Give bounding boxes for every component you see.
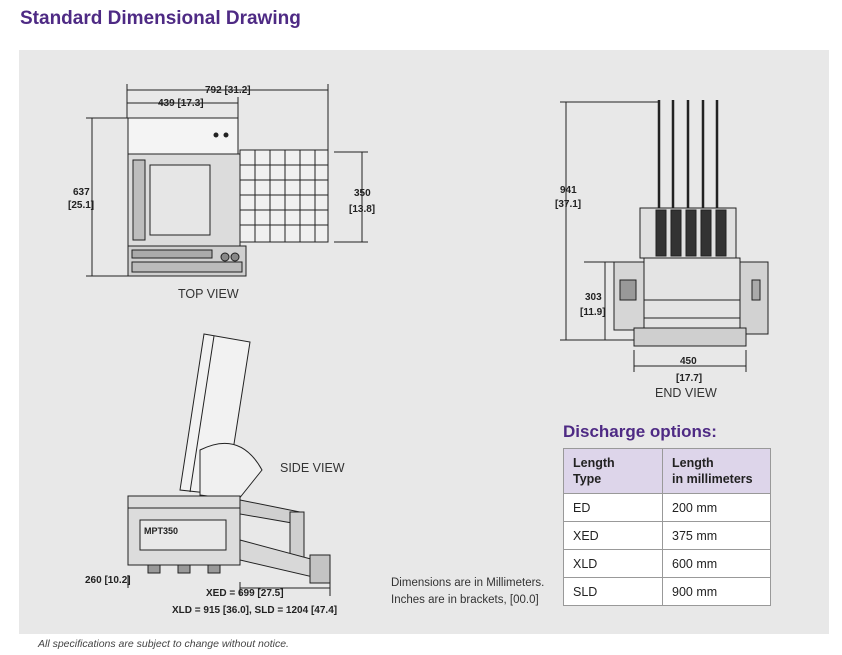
footer-disclaimer: All specifications are subject to change…: [38, 638, 289, 650]
header-line: Length: [573, 456, 615, 470]
top-dim-depth-mm: 637: [73, 187, 90, 198]
discharge-options-title: Discharge options:: [563, 422, 717, 441]
table-row: XLD 600 mm: [563, 549, 771, 578]
end-dim-height-mm: 941: [560, 185, 577, 196]
side-dim-xld-sld: XLD = 915 [36.0], SLD = 1204 [47.4]: [172, 605, 337, 616]
units-note: Dimensions are in Millimeters. Inches ar…: [391, 575, 544, 609]
header-length-type: Length Type: [563, 448, 663, 494]
side-dim-left: 260 [10.2]: [85, 575, 131, 586]
cell-type: SLD: [563, 577, 663, 606]
page-title: Standard Dimensional Drawing: [20, 8, 301, 29]
end-dim-height-in: [37.1]: [555, 199, 581, 210]
end-view-label: END VIEW: [655, 386, 717, 400]
end-dim-width-in: [17.7]: [676, 373, 702, 384]
header-line: in millimeters: [672, 472, 753, 486]
units-note-line-2: Inches are in brackets, [00.0]: [391, 594, 539, 606]
cell-type: XLD: [563, 549, 663, 578]
top-dim-bin-depth-in: [13.8]: [349, 204, 375, 215]
table-row: SLD 900 mm: [563, 577, 771, 606]
discharge-options-table: Length Type Length in millimeters ED 200…: [563, 448, 771, 606]
cell-type: XED: [563, 521, 663, 550]
header-line: Length: [672, 456, 714, 470]
table-row: ED 200 mm: [563, 493, 771, 522]
top-view-label: TOP VIEW: [178, 287, 239, 301]
cell-length: 600 mm: [662, 549, 771, 578]
table-header-row: Length Type Length in millimeters: [563, 448, 771, 494]
top-dim-body-width: 439 [17.3]: [158, 98, 204, 109]
end-dim-base-height-in: [11.9]: [580, 307, 606, 318]
end-dim-base-height-mm: 303: [585, 292, 602, 303]
side-view-drawing: [127, 333, 331, 596]
cell-length: 900 mm: [662, 577, 771, 606]
cell-length: 375 mm: [662, 521, 771, 550]
table-row: XED 375 mm: [563, 521, 771, 550]
side-machine-text: MPT350: [144, 526, 178, 536]
cell-type: ED: [563, 493, 663, 522]
top-dim-depth-in: [25.1]: [68, 200, 94, 211]
end-view-drawing: [560, 100, 769, 372]
side-view-label: SIDE VIEW: [280, 461, 345, 475]
side-dim-xed: XED = 699 [27.5]: [206, 588, 284, 599]
header-line: Type: [573, 472, 602, 486]
top-dim-bin-depth-mm: 350: [354, 188, 371, 199]
header-length-mm: Length in millimeters: [662, 448, 771, 494]
top-dim-overall-width: 792 [31.2]: [205, 85, 251, 96]
end-dim-width-mm: 450: [680, 356, 697, 367]
top-view-drawing: [86, 84, 368, 277]
cell-length: 200 mm: [662, 493, 771, 522]
units-note-line-1: Dimensions are in Millimeters.: [391, 577, 545, 589]
